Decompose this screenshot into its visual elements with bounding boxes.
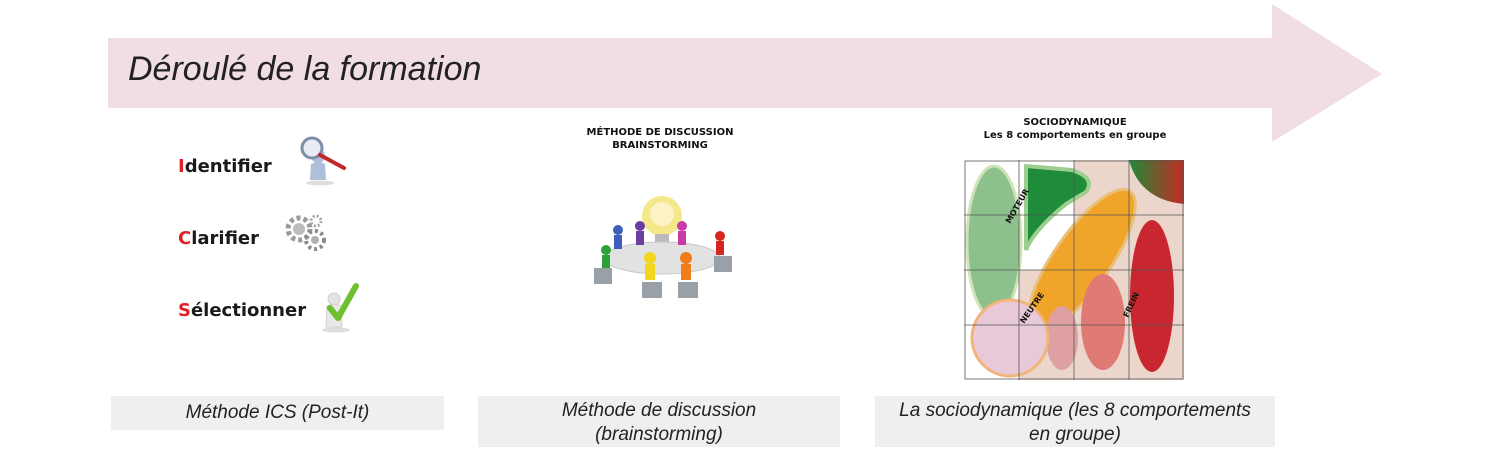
sociodynamique-heading-line2: Les 8 comportements en groupe (983, 130, 1167, 141)
caption-brainstorming: Méthode de discussion (brainstorming) (478, 396, 840, 447)
caption-sociodynamique: La sociodynamique (les 8 comportements e… (875, 396, 1275, 447)
page-title: Déroulé de la formation (128, 50, 482, 88)
ics-word: électionner (190, 300, 307, 321)
ics-item-clarifier: Clarifier (178, 228, 259, 249)
ics-item-selectionner: Sélectionner (178, 300, 306, 321)
checkmark-person-icon (322, 283, 359, 333)
caption-sociodynamique-line2: en groupe) (1029, 424, 1121, 445)
brainstorming-heading-line1: MÉTHODE DE DISCUSSION (586, 127, 734, 138)
gears-icon (285, 214, 326, 251)
caption-ics: Méthode ICS (Post-It) (111, 396, 444, 430)
brainstorming-heading: MÉTHODE DE DISCUSSION BRAINSTORMING (550, 126, 770, 152)
caption-brainstorming-line2: (brainstorming) (595, 424, 723, 445)
ics-word: larifier (191, 228, 260, 249)
ics-item-identifier: Identifier (178, 156, 272, 177)
brainstorming-illustration (594, 196, 732, 298)
sociodynamique-grid-diagram: MOTEUR NEUTRE FREIN (964, 160, 1184, 380)
caption-sociodynamique-line1: La sociodynamique (les 8 comportements (899, 400, 1251, 421)
ics-letter: I (178, 156, 185, 177)
ics-letter: S (178, 300, 191, 321)
ics-letter: C (178, 228, 192, 249)
sociodynamique-heading-line1: SOCIODYNAMIQUE (1023, 117, 1127, 128)
caption-brainstorming-line1: Méthode de discussion (561, 400, 757, 421)
brainstorming-heading-line2: BRAINSTORMING (612, 140, 708, 151)
ics-word: dentifier (184, 156, 272, 177)
sociodynamique-heading: SOCIODYNAMIQUE Les 8 comportements en gr… (950, 116, 1200, 142)
magnifier-person-icon (300, 136, 346, 186)
